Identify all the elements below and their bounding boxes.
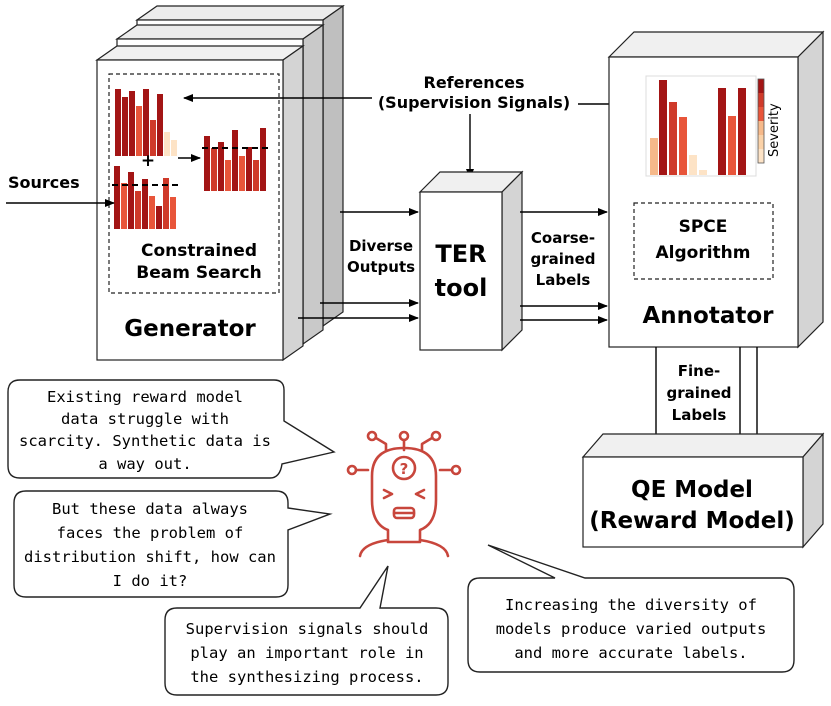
annotator-box bbox=[607, 30, 825, 349]
beam-search-region bbox=[108, 73, 280, 294]
bubble2-line-3: distribution shift, how can bbox=[24, 548, 276, 566]
fine-label-3: Labels bbox=[672, 406, 727, 424]
plus-sign: + bbox=[141, 151, 155, 171]
spce-label-1: SPCE bbox=[679, 217, 728, 237]
bubble3-line-3: the synthesizing process. bbox=[190, 668, 423, 686]
annotator-label: Annotator bbox=[642, 303, 774, 329]
coarse-label-3: Labels bbox=[536, 271, 591, 289]
references-label-2: (Supervision Signals) bbox=[378, 93, 570, 112]
question-mark-icon: ? bbox=[400, 460, 409, 478]
bubble2-line-4: I do it? bbox=[113, 572, 188, 590]
bubble2-line-1: But these data always bbox=[52, 500, 248, 518]
qe-label-2: (Reward Model) bbox=[589, 508, 795, 534]
ter-label-1: TER bbox=[435, 240, 486, 268]
spce-label-2: Algorithm bbox=[656, 243, 751, 263]
diverse-label-2: Outputs bbox=[347, 258, 415, 276]
beam-chart-c bbox=[202, 128, 270, 191]
sources-label: Sources bbox=[8, 173, 80, 192]
qe-model-box bbox=[581, 432, 825, 549]
diverse-label-1: Diverse bbox=[349, 237, 413, 255]
constrained-label-1: Constrained bbox=[141, 241, 257, 261]
constrained-label-2: Beam Search bbox=[136, 263, 261, 283]
spce-region bbox=[633, 202, 774, 280]
beam-chart-b bbox=[112, 166, 178, 229]
bubble4-line-2: models produce varied outputs bbox=[496, 620, 767, 638]
bubble3-line-2: play an important role in bbox=[190, 644, 423, 662]
beam-chart-a bbox=[115, 89, 177, 156]
speech-bubble-4: Increasing the diversity of models produ… bbox=[467, 544, 795, 673]
bubble4-line-3: and more accurate labels. bbox=[514, 644, 747, 662]
fine-label-2: grained bbox=[667, 384, 732, 402]
bubble1-line-1: Existing reward model bbox=[47, 388, 243, 406]
speech-bubble-3: Supervision signals should play an impor… bbox=[164, 565, 449, 696]
generator-stack bbox=[95, 4, 345, 362]
bubble1-line-2: data struggle with bbox=[61, 410, 229, 428]
severity-chart: Severity bbox=[645, 75, 782, 177]
coarse-label-2: grained bbox=[531, 250, 596, 268]
coarse-label-1: Coarse- bbox=[531, 229, 595, 247]
ter-tool-box bbox=[418, 170, 524, 352]
bubble1-line-4: a way out. bbox=[98, 455, 191, 473]
severity-label: Severity bbox=[767, 103, 782, 157]
bubble3-line-1: Supervision signals should bbox=[186, 620, 429, 638]
references-label-1: References bbox=[424, 73, 525, 92]
bubble1-line-3: scarcity. Synthetic data is bbox=[19, 432, 271, 450]
qe-label-1: QE Model bbox=[631, 477, 753, 503]
speech-bubble-2: But these data always faces the problem … bbox=[13, 490, 333, 598]
speech-bubble-1: Existing reward model data struggle with… bbox=[7, 379, 336, 479]
generator-label: Generator bbox=[124, 316, 256, 342]
confused-robot-head-icon bbox=[346, 430, 462, 558]
fine-label-1: Fine- bbox=[678, 362, 720, 380]
bubble2-line-2: faces the problem of bbox=[57, 524, 244, 542]
bubble4-line-1: Increasing the diversity of bbox=[505, 596, 757, 614]
ter-label-2: tool bbox=[435, 274, 488, 302]
